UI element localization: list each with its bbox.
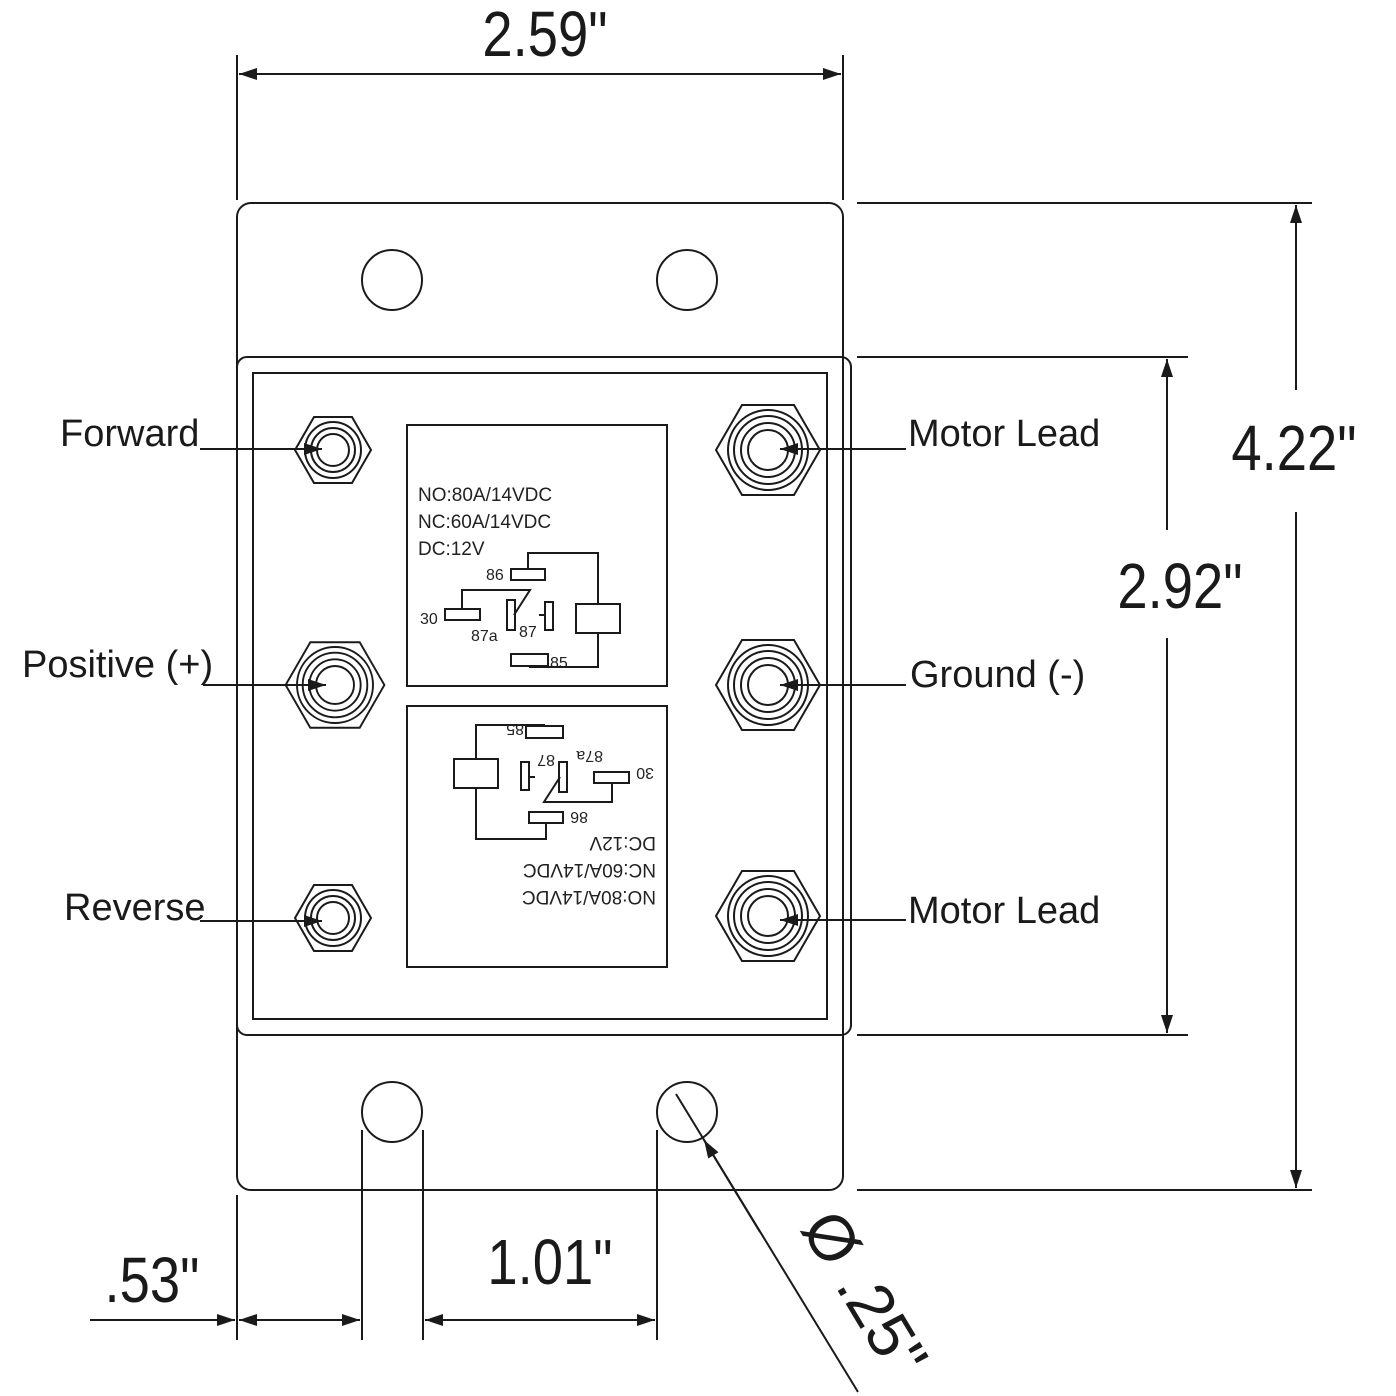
dimension-housing-height: 2.92" <box>1117 550 1242 622</box>
relay-schematic <box>453 724 630 840</box>
label-forward: Forward <box>60 413 199 455</box>
label-motor-lead-top: Motor Lead <box>908 413 1100 455</box>
pin-87: 87 <box>519 624 537 641</box>
pin-86: 86 <box>486 567 504 584</box>
pin-30: 30 <box>420 611 438 628</box>
label-motor-lead-bottom: Motor Lead <box>908 890 1100 932</box>
relay-label-bottom: NO:80A/14VDC NC:60A/14VDC DC:12V 86 30 8… <box>406 705 668 968</box>
relay-nc-rating: NC:60A/14VDC <box>418 512 551 533</box>
terminal-reverse <box>294 884 372 952</box>
arrow-hole-diameter <box>703 1139 761 1233</box>
mounting-hole <box>656 249 718 311</box>
relay-coil-voltage: DC:12V <box>418 539 485 560</box>
relay-label-top: NO:80A/14VDC NC:60A/14VDC DC:12V 86 30 8… <box>406 424 668 687</box>
label-reverse: Reverse <box>64 887 206 929</box>
pin-87a: 87a <box>471 628 498 645</box>
mounting-hole <box>361 249 423 311</box>
pin-30: 30 <box>636 764 654 781</box>
relay-no-rating: NO:80A/14VDC <box>522 886 656 907</box>
pin-87: 87 <box>537 751 555 768</box>
pin-86: 86 <box>570 808 588 825</box>
relay-housing <box>236 356 852 1036</box>
label-positive: Positive (+) <box>22 644 213 686</box>
dimension-edge-to-hole: .53" <box>105 1244 200 1316</box>
terminal-motor-lead-bottom <box>715 870 821 962</box>
label-ground: Ground (-) <box>910 654 1085 696</box>
dimension-hole-diameter: Ø .25" <box>788 1198 942 1389</box>
housing-panel <box>252 372 828 1020</box>
dimension-total-height: 4.22" <box>1231 412 1356 484</box>
relay-no-rating: NO:80A/14VDC <box>418 485 552 506</box>
mounting-hole <box>361 1081 423 1143</box>
relay-schematic <box>444 552 621 668</box>
relay-coil-voltage: DC:12V <box>589 832 656 853</box>
pin-87a: 87a <box>576 747 603 764</box>
pin-85: 85 <box>550 655 568 672</box>
relay-nc-rating: NC:60A/14VDC <box>523 859 656 880</box>
pin-85: 85 <box>506 720 524 737</box>
mounting-hole <box>656 1081 718 1143</box>
dimension-width: 2.59" <box>482 0 607 70</box>
dimension-hole-spacing: 1.01" <box>487 1226 612 1298</box>
